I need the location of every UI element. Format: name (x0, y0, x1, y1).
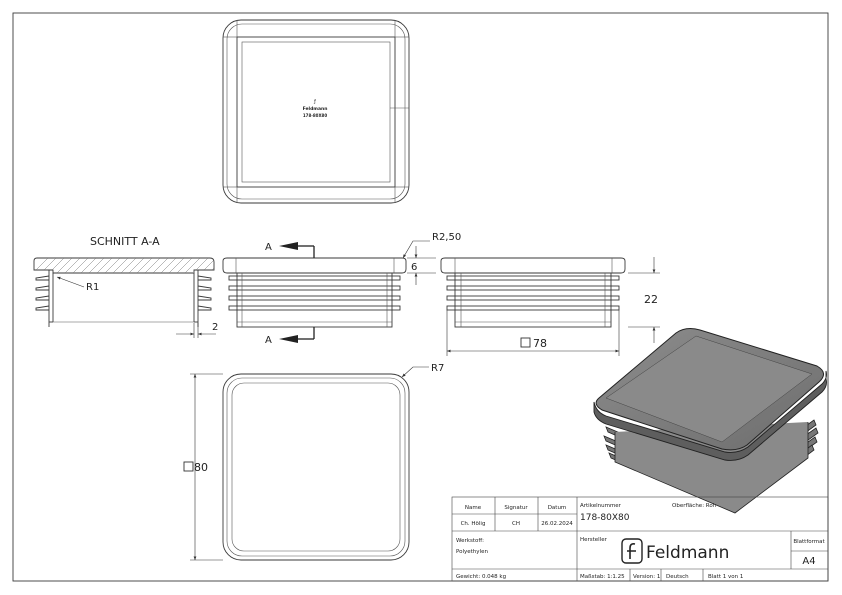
part-logo-text: Feldmann (303, 106, 328, 112)
dim-r1: R1 (86, 282, 99, 293)
tb-header-datum: Datum (548, 505, 567, 511)
title-block: Name Signatur Datum Ch. Hölig CH 26.02.2… (451, 496, 829, 582)
square-symbol-80 (183, 461, 194, 472)
dim-80: 80 (194, 461, 208, 474)
tb-gewicht: Gewicht: 0.048 kg (456, 574, 506, 580)
square-symbol-78 (520, 337, 531, 348)
part-number-emboss: 178-80X80 (303, 113, 327, 118)
tb-value-name: Ch. Hölig (461, 521, 486, 527)
tb-blattformat-label: Blattformat (793, 539, 825, 545)
dim-wall-2: 2 (212, 322, 218, 333)
dim-78: 78 (533, 337, 547, 350)
dim-r250: R2,50 (432, 232, 461, 243)
tb-header-name: Name (465, 505, 482, 511)
section-mark-a-top: A (265, 242, 272, 253)
sheet-frame (12, 12, 829, 582)
section-mark-a-bottom: A (265, 335, 272, 346)
tb-version: Version: 1 (633, 574, 660, 580)
tb-massstab: Maßstab: 1:1.25 (580, 574, 625, 580)
part-logo-mark: ƒ (313, 99, 316, 105)
dim-6: 6 (411, 262, 417, 273)
dim-r7: R7 (431, 363, 444, 374)
section-view: SCHNITT A-A (33, 235, 218, 338)
tb-werkstoff-label: Werkstoff: (456, 538, 484, 544)
top-view: ƒ Feldmann 178-80X80 (222, 19, 410, 204)
tb-header-signatur: Signatur (504, 505, 528, 511)
isometric-view (593, 328, 827, 514)
tb-blatt: Blatt 1 von 1 (708, 574, 743, 580)
tb-hersteller-label: Hersteller (580, 537, 608, 543)
tb-sprache: Deutsch (666, 574, 689, 580)
tb-value-signatur: CH (512, 521, 520, 527)
section-title: SCHNITT A-A (90, 235, 160, 248)
tb-werkstoff-value: Polyethylen (456, 549, 488, 555)
side-view: 6 22 78 (407, 246, 660, 356)
feldmann-logo: Feldmann (621, 538, 729, 564)
front-view: A A R2,50 (222, 232, 461, 346)
tb-blattformat-value: A4 (802, 556, 815, 567)
tb-artikel-value: 178-80X80 (580, 513, 630, 523)
tb-oberflaeche: Oberfläche: Roh (672, 503, 717, 509)
bottom-view: R7 80 (183, 363, 444, 561)
logo-text: Feldmann (646, 543, 729, 563)
tb-artikel-label: Artikelnummer (580, 503, 622, 509)
tb-value-datum: 26.02.2024 (541, 521, 573, 527)
dim-22: 22 (644, 293, 658, 306)
